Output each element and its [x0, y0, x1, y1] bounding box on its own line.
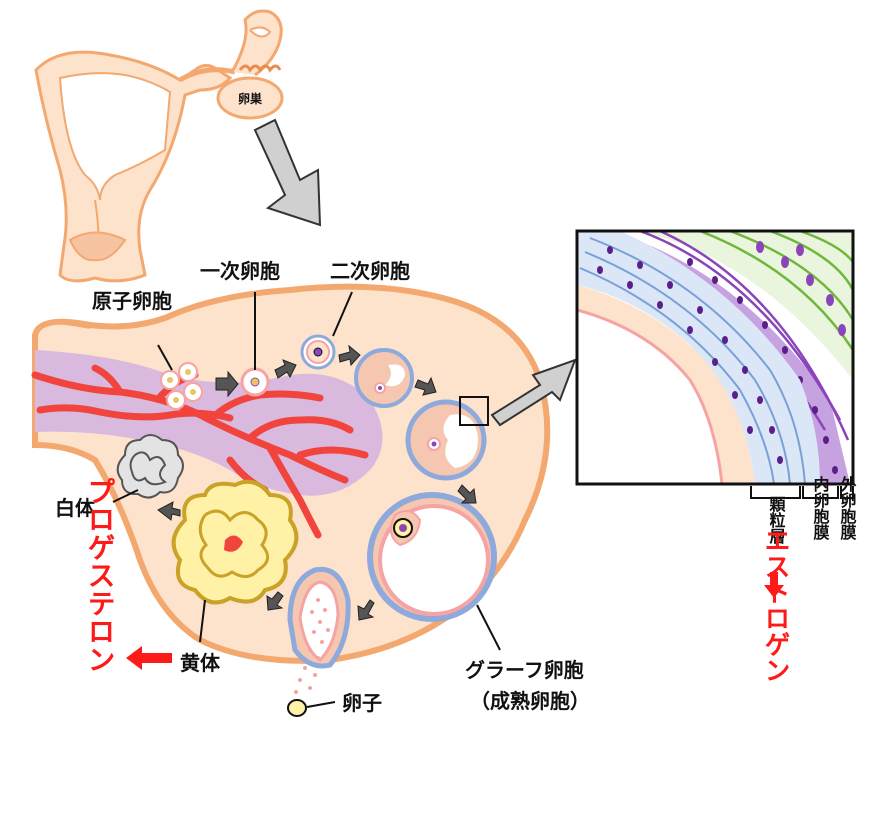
zoom-box: [459, 396, 489, 426]
label-corpus-luteum: 黄体: [180, 651, 221, 675]
graafian-follicle: [367, 492, 497, 622]
leader-lines: [112, 291, 501, 708]
zoom-panel-frame: [575, 229, 855, 486]
label-granulosa: 顆粒層: [767, 496, 786, 545]
label-secondary-follicle: 二次卵胞: [330, 259, 410, 283]
antral-follicle: [405, 396, 489, 481]
primordial-follicles: [160, 362, 203, 410]
label-primordial-follicle: 原子卵胞: [92, 289, 172, 313]
label-estrogen: エストロゲン: [760, 527, 790, 683]
label-mature-follicle: （成熟卵胞）: [470, 689, 590, 713]
secondary-follicle: [300, 334, 336, 370]
label-graafian-follicle: グラーフ卵胞: [465, 658, 584, 682]
ovum: [287, 699, 307, 717]
progesterone-arrow: [126, 646, 172, 670]
early-antral-follicle: [354, 348, 414, 408]
corpus-albicans: [116, 434, 184, 499]
label-theca-interna: 内卵胞膜: [811, 475, 831, 541]
label-progesterone: プロゲステロン: [84, 477, 117, 673]
primary-follicle: [240, 367, 270, 397]
corpus-luteum: [171, 479, 299, 605]
label-ovum: 卵子: [342, 691, 382, 715]
label-corpus-albicans: 白体: [55, 496, 96, 520]
layer-brackets: [750, 486, 854, 499]
label-primary-follicle: 一次卵胞: [200, 259, 280, 283]
estrogen-arrow: [764, 572, 784, 598]
label-theca-externa: 外卵胞膜: [838, 475, 858, 541]
progression-arrows: [157, 344, 477, 621]
zoom-arrow-ovary: [253, 118, 322, 227]
small-ovary: [216, 76, 284, 120]
ovulating-follicle: [287, 566, 351, 694]
small-ovary-label: 卵巣: [238, 91, 263, 106]
zoom-arrow-panel: [490, 358, 577, 427]
zoom-panel: [577, 231, 853, 484]
uterus-illustration: 卵巣: [34, 9, 284, 283]
